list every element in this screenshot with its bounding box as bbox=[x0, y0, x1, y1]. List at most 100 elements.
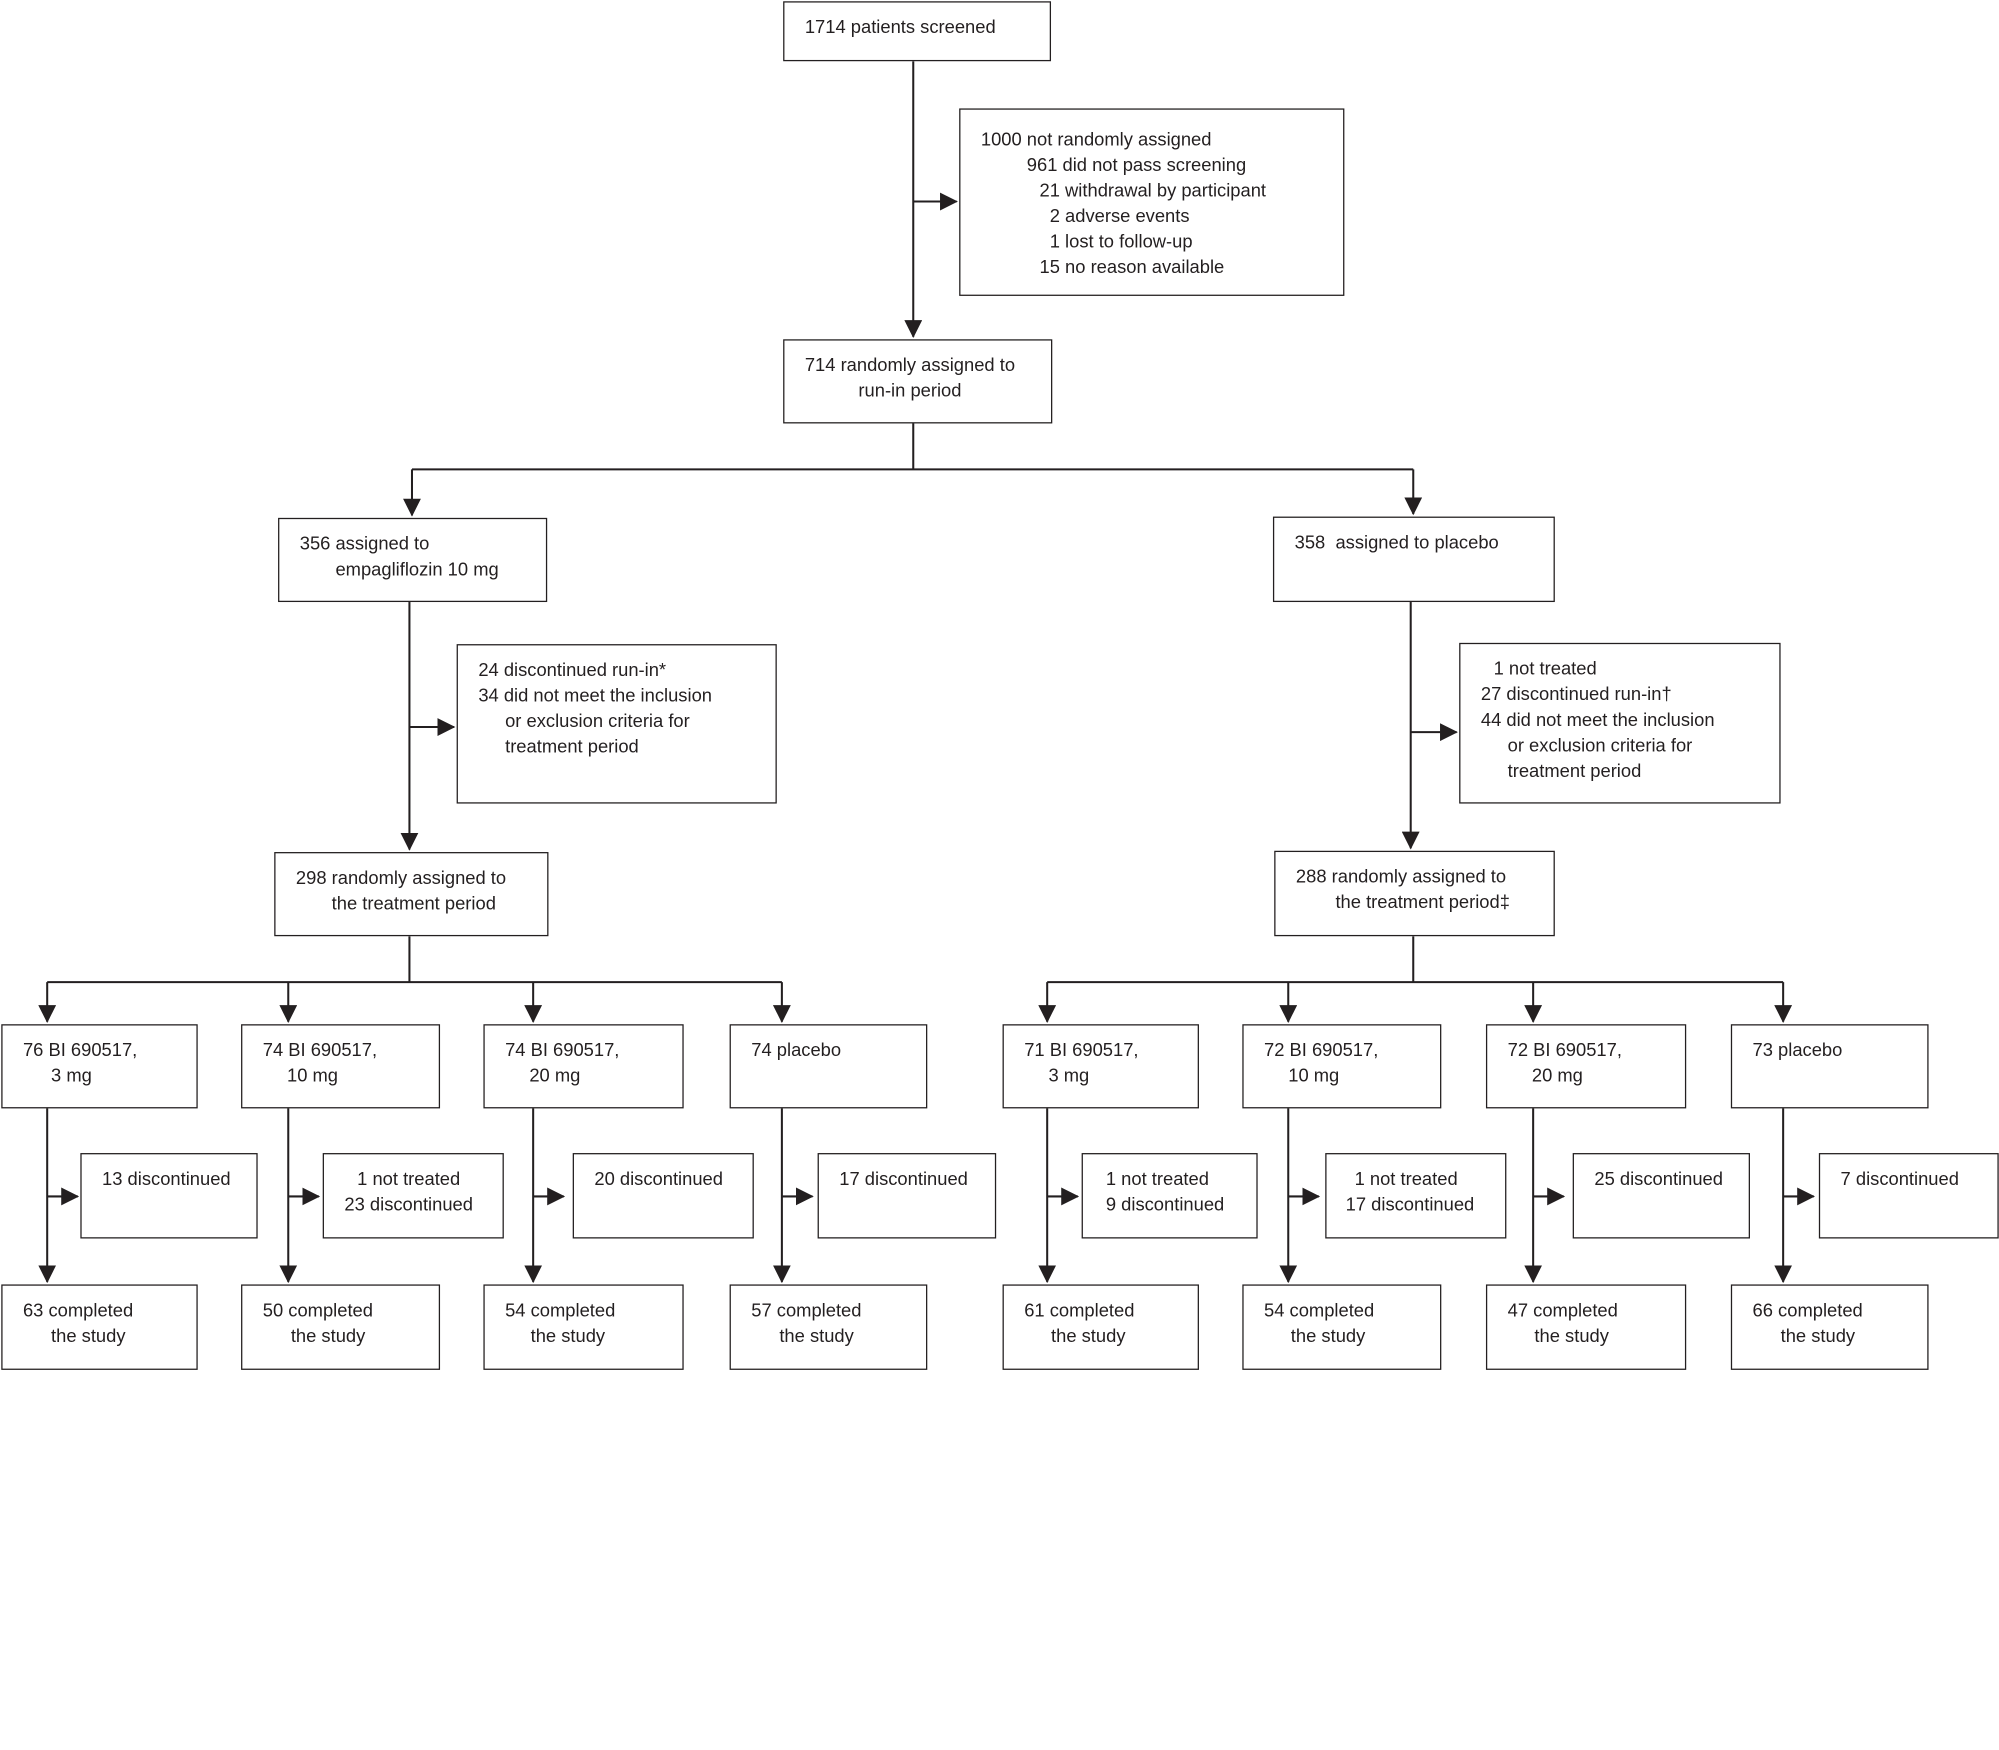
discontinued-text: 23 discontinued bbox=[344, 1195, 473, 1216]
completed-text: 66 completed bbox=[1752, 1301, 1863, 1322]
discontinued-text: 25 discontinued bbox=[1594, 1169, 1723, 1191]
runin-box: 714 randomly assigned to run-in period bbox=[783, 339, 1053, 424]
completed-text: 57 completed bbox=[751, 1301, 862, 1322]
placebo-treatment-box: 288 randomly assigned to the treatment p… bbox=[1274, 850, 1555, 937]
discontinued-box: 25 discontinued bbox=[1572, 1153, 1750, 1239]
discontinued-text: 9 discontinued bbox=[1105, 1195, 1225, 1216]
completed-box: 54 completed the study bbox=[1242, 1284, 1442, 1370]
completed-box: 57 completed the study bbox=[729, 1284, 928, 1370]
runin-text: run-in period bbox=[858, 381, 962, 402]
completed-text: the study bbox=[1290, 1326, 1366, 1347]
completed-box: 47 completed the study bbox=[1485, 1284, 1687, 1370]
discontinued-box: 1 not treated 23 discontinued bbox=[322, 1153, 504, 1239]
placebo-runin-text: 358 assigned to placebo bbox=[1294, 533, 1499, 554]
split-line bbox=[1047, 936, 1784, 984]
discontinued-box: 13 discontinued bbox=[80, 1153, 258, 1239]
placebo-excluded-box: 1 not treated 27 discontinued run-in† 44… bbox=[1459, 642, 1781, 804]
arm-box: 72 BI 690517, 10 mg bbox=[1242, 1024, 1442, 1109]
discontinued-text: 20 discontinued bbox=[594, 1169, 723, 1191]
placebo-excluded-text: or exclusion criteria for bbox=[1507, 735, 1693, 757]
empagliflozin-excluded-text: 24 discontinued run-in* bbox=[478, 660, 667, 682]
empagliflozin-treatment-text: the treatment period bbox=[331, 894, 496, 915]
arm-text: 72 BI 690517, bbox=[1264, 1040, 1379, 1062]
discontinued-text: 13 discontinued bbox=[102, 1169, 231, 1191]
completed-text: the study bbox=[290, 1326, 366, 1347]
completed-text: the study bbox=[51, 1326, 126, 1347]
flow-connectors bbox=[38, 61, 1816, 1284]
arm-text: 72 BI 690517, bbox=[1507, 1040, 1622, 1062]
discontinued-text: 7 discontinued bbox=[1840, 1169, 1959, 1191]
completed-box: 61 completed the study bbox=[1002, 1284, 1199, 1370]
split-line bbox=[47, 936, 782, 984]
empagliflozin-treatment-box: 298 randomly assigned to the treatment p… bbox=[274, 852, 549, 937]
arm-text: 74 BI 690517, bbox=[505, 1040, 620, 1062]
completed-box: 66 completed the study bbox=[1730, 1284, 1929, 1370]
completed-text: the study bbox=[779, 1326, 854, 1347]
not-randomised-box: 1000 not randomly assigned 961 did not p… bbox=[959, 108, 1345, 296]
arm-box: 74 BI 690517, 20 mg bbox=[483, 1024, 684, 1109]
discontinued-box: 17 discontinued bbox=[817, 1153, 997, 1239]
arm-text: 20 mg bbox=[529, 1066, 581, 1087]
not-randomised-total: 1000 not randomly assigned bbox=[980, 130, 1212, 151]
discontinued-text: 1 not treated bbox=[1105, 1169, 1209, 1191]
screened-text: 1714 patients screened bbox=[804, 17, 996, 39]
placebo-excluded-text: 27 discontinued run-in† bbox=[1480, 684, 1672, 706]
not-randomised-reason: 2 adverse events bbox=[1049, 206, 1190, 228]
arm-text: 3 mg bbox=[1048, 1066, 1090, 1087]
completed-text: the study bbox=[1780, 1326, 1856, 1347]
discontinued-box: 1 not treated 9 discontinued bbox=[1081, 1153, 1258, 1239]
empagliflozin-runin-text: 356 assigned to bbox=[299, 534, 430, 555]
completed-text: 63 completed bbox=[22, 1301, 134, 1322]
completed-box: 63 completed the study bbox=[1, 1284, 198, 1370]
completed-text: the study bbox=[1051, 1326, 1126, 1347]
placebo-excluded-text: treatment period bbox=[1507, 761, 1642, 782]
completed-text: the study bbox=[1534, 1326, 1609, 1347]
split-line bbox=[411, 423, 1414, 471]
not-randomised-reason: 15 no reason available bbox=[1039, 257, 1225, 279]
empagliflozin-treatment-text: 298 randomly assigned to bbox=[295, 868, 507, 890]
placebo-runin-box: 358 assigned to placebo bbox=[1272, 516, 1555, 603]
empagliflozin-excluded-text: treatment period bbox=[505, 737, 639, 758]
screened-box: 1714 patients screened bbox=[783, 1, 1052, 62]
empagliflozin-excluded-text: or exclusion criteria for bbox=[505, 711, 690, 733]
not-randomised-reason: 21 withdrawal by participant bbox=[1039, 181, 1267, 202]
arm-text: 74 placebo bbox=[751, 1040, 842, 1062]
arm-box: 74 BI 690517, 10 mg bbox=[241, 1024, 441, 1109]
not-randomised-reason: 961 did not pass screening bbox=[1026, 155, 1247, 177]
arm-box: 71 BI 690517, 3 mg bbox=[1002, 1024, 1199, 1109]
placebo-excluded-text: 1 not treated bbox=[1493, 659, 1597, 680]
empagliflozin-excluded-text: 34 did not meet the inclusion bbox=[478, 686, 712, 707]
completed-text: 47 completed bbox=[1507, 1301, 1618, 1322]
discontinued-box: 7 discontinued bbox=[1818, 1153, 1999, 1239]
completed-text: 54 completed bbox=[505, 1301, 616, 1322]
placebo-excluded-text: 44 did not meet the inclusion bbox=[1480, 710, 1715, 731]
arm-text: 74 BI 690517, bbox=[262, 1040, 378, 1062]
empagliflozin-runin-text: empagliflozin 10 mg bbox=[335, 559, 499, 581]
arm-text: 20 mg bbox=[1531, 1066, 1583, 1087]
arm-box: 76 BI 690517, 3 mg bbox=[1, 1024, 198, 1109]
arm-box: 73 placebo bbox=[1730, 1024, 1929, 1109]
arm-text: 10 mg bbox=[286, 1066, 339, 1087]
arm-text: 76 BI 690517, bbox=[22, 1040, 138, 1062]
not-randomised-reason: 1 lost to follow-up bbox=[1049, 232, 1193, 253]
completed-text: the study bbox=[530, 1326, 606, 1347]
discontinued-box: 20 discontinued bbox=[572, 1153, 754, 1239]
arm-text: 71 BI 690517, bbox=[1024, 1040, 1139, 1062]
arm-text: 10 mg bbox=[1288, 1066, 1340, 1087]
empagliflozin-excluded-box: 24 discontinued run-in* 34 did not meet … bbox=[456, 644, 777, 804]
placebo-treatment-text: 288 randomly assigned to bbox=[1295, 867, 1507, 888]
completed-box: 54 completed the study bbox=[483, 1284, 684, 1370]
completed-box: 50 completed the study bbox=[241, 1284, 441, 1370]
discontinued-text: 17 discontinued bbox=[839, 1169, 968, 1191]
discontinued-text: 1 not treated bbox=[357, 1169, 461, 1191]
arm-box: 74 placebo bbox=[729, 1024, 928, 1109]
completed-text: 61 completed bbox=[1024, 1301, 1135, 1322]
arm-box: 72 BI 690517, 20 mg bbox=[1485, 1024, 1687, 1109]
runin-text: 714 randomly assigned to bbox=[804, 355, 1016, 377]
discontinued-text: 17 discontinued bbox=[1345, 1195, 1475, 1216]
arm-text: 3 mg bbox=[51, 1066, 92, 1087]
arm-text: 73 placebo bbox=[1752, 1040, 1843, 1062]
placebo-treatment-text: the treatment period‡ bbox=[1335, 892, 1510, 914]
completed-text: 50 completed bbox=[262, 1301, 373, 1322]
